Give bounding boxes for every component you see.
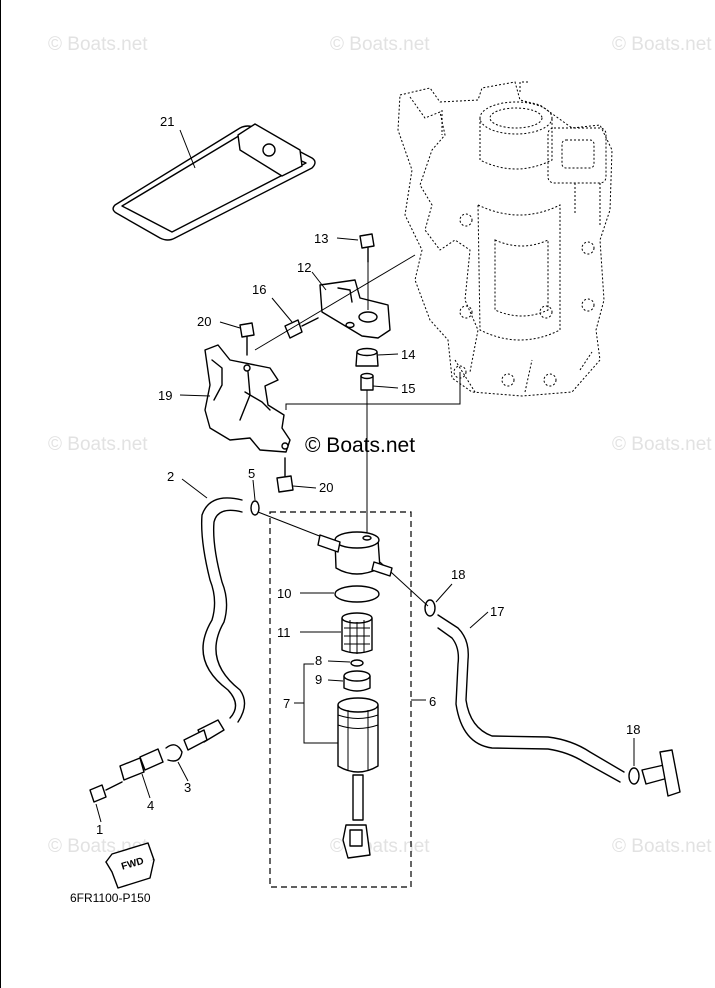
part-12-filter-bracket (311, 271, 391, 339)
watermark: © Boats.net (330, 34, 430, 55)
callout-10: 10 (277, 586, 291, 601)
callout-12: 12 (297, 260, 311, 275)
part-3-clamp (165, 744, 189, 782)
callout-13: 13 (314, 231, 328, 246)
callout-labels: 21 13 12 16 20 14 15 19 2 5 20 18 10 17 … (96, 114, 640, 837)
part-5-clip (250, 479, 260, 516)
t-joint (641, 749, 681, 797)
callout-11: 11 (277, 625, 291, 640)
callout-20: 20 (197, 314, 211, 329)
part-18-clip-lower (628, 738, 640, 785)
callout-1: 1 (96, 822, 103, 837)
part-8-clip (327, 659, 364, 667)
callout-19: 19 (158, 388, 172, 403)
watermark: © Boats.net (612, 434, 712, 455)
watermark: © Boats.net (612, 34, 712, 55)
callout-18: 18 (451, 567, 465, 582)
callout-5: 5 (248, 466, 255, 481)
callout-21: 21 (160, 114, 174, 129)
watermark: © Boats.net (612, 836, 712, 857)
part-14-grommet (355, 347, 399, 367)
callout-20: 20 (319, 480, 333, 495)
part-10-o-ring (300, 585, 380, 603)
filter-head (317, 531, 393, 577)
part-6-filter-assembly (269, 511, 426, 888)
callout-3: 3 (184, 780, 191, 795)
callout-14: 14 (401, 347, 415, 362)
part-13-bolt (336, 233, 375, 310)
part-17-fuel-hose (437, 611, 625, 783)
callout-4: 4 (147, 798, 154, 813)
watermark: © Boats.net (48, 434, 148, 455)
watermark: © Boats.net (48, 34, 148, 55)
part-20-bolts (219, 321, 317, 493)
part-1-fitting (89, 781, 123, 823)
callout-9: 9 (315, 672, 322, 687)
callout-16: 16 (252, 282, 266, 297)
diagram-code: 6FR1100-P150 (70, 891, 151, 905)
callout-6: 6 (429, 694, 436, 709)
part-19-filter-cover (179, 344, 291, 453)
part-4-adapter (119, 748, 164, 799)
part-11-filter-element (300, 612, 373, 654)
callout-8: 8 (315, 653, 322, 668)
callout-18: 18 (626, 722, 640, 737)
part-2-fuel-hose (181, 478, 246, 751)
center-watermark: © Boats.net (305, 434, 415, 457)
callout-2: 2 (167, 469, 174, 484)
fwd-arrow-icon: FWD (105, 842, 155, 889)
callout-7: 7 (283, 696, 290, 711)
part-9-float (327, 670, 371, 692)
part-16-bolt (271, 297, 319, 339)
part-15-collar (360, 372, 399, 391)
engine-block-outline (397, 81, 613, 397)
part-21-storage-bag (112, 123, 316, 241)
callout-17: 17 (490, 604, 504, 619)
part-7-filter-bowl (294, 663, 379, 859)
part-18-clip-upper (424, 583, 453, 617)
callout-15: 15 (401, 381, 415, 396)
